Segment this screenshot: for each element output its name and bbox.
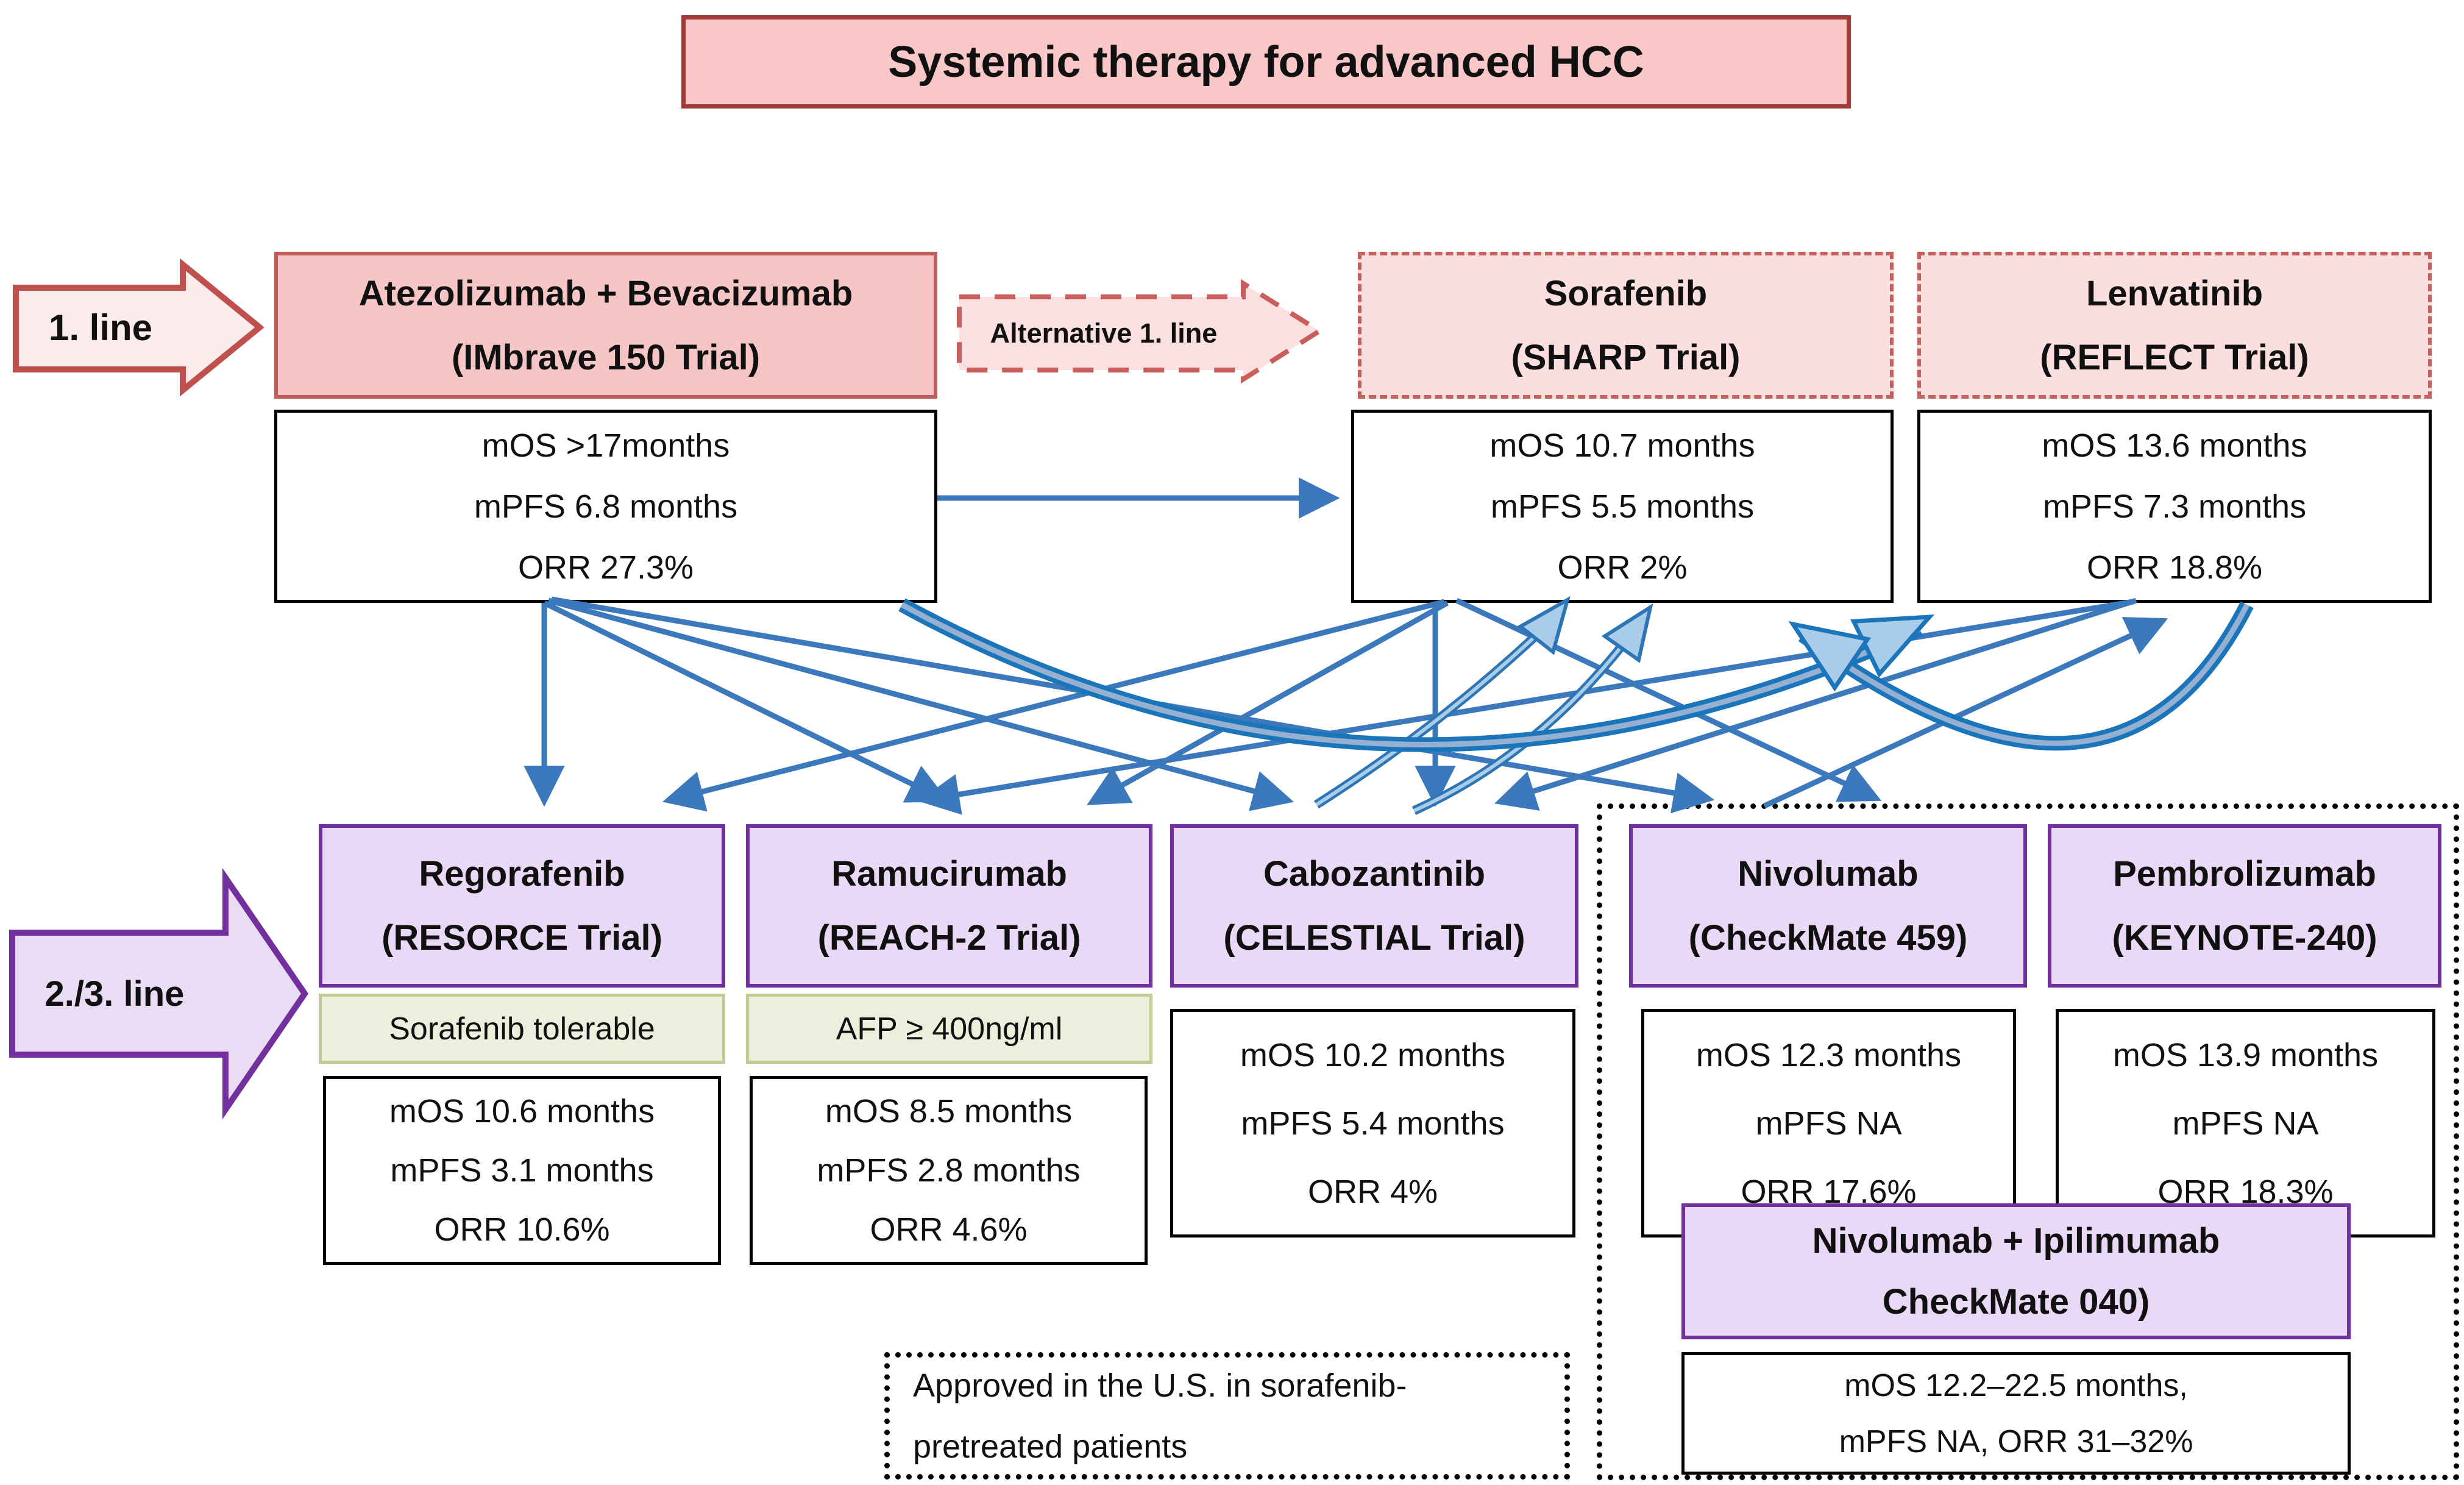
- regorafenib-name: Regorafenib: [419, 854, 625, 894]
- stat-line: mPFS NA: [2172, 1105, 2319, 1142]
- stat-line: mPFS 5.5 months: [1490, 488, 1755, 525]
- nivolumab-name: Nivolumab: [1738, 854, 1919, 894]
- stat-line: mPFS 5.4 months: [1241, 1105, 1505, 1142]
- stat-line: mOS 10.7 months: [1489, 427, 1755, 464]
- arrow-lenvatinib-to-ramucirumab: [918, 599, 2134, 815]
- arrow-sorafenib-to-nivolumab: [1455, 597, 1882, 802]
- alternative-first-line-label: Alternative 1. line: [990, 318, 1218, 349]
- regorafenib-condition: Sorafenib tolerable: [319, 994, 725, 1064]
- atezolizumab-trial: (IMbrave 150 Trial): [451, 337, 761, 377]
- lenvatinib-name: Lenvatinib: [2086, 273, 2263, 313]
- stat-line: mOS 10.6 months: [389, 1092, 655, 1130]
- lenvatinib-title-box: Lenvatinib (REFLECT Trial): [1917, 252, 2432, 399]
- regorafenib-title-box: Regorafenib (RESORCE Trial): [319, 824, 725, 988]
- second-third-line-label: 2./3. line: [44, 974, 185, 1014]
- cabozantinib-name: Cabozantinib: [1263, 854, 1486, 894]
- sorafenib-stats-box: mOS 10.7 months mPFS 5.5 months ORR 2%: [1351, 410, 1894, 603]
- cabozantinib-trial: (CELESTIAL Trial): [1223, 918, 1525, 958]
- arrow-arc-atezo-to-lenvatinib: [898, 598, 1935, 752]
- arrow-sorafenib-to-ramucirumab: [1087, 600, 1449, 805]
- nivolumab-ipilimumab-trial: CheckMate 040): [1882, 1281, 2150, 1322]
- first-line-label: 1. line: [48, 307, 153, 348]
- pembrolizumab-stats-box: mOS 13.9 months mPFS NA ORR 18.3%: [2056, 1009, 2435, 1238]
- nivolumab-ipilimumab-stats-box: mOS 12.2–22.5 months, mPFS NA, ORR 31–32…: [1681, 1352, 2351, 1475]
- stat-line: ORR 18.8%: [2086, 549, 2263, 586]
- stat-line: mPFS NA, ORR 31–32%: [1839, 1423, 2193, 1459]
- stat-line: mOS >17months: [481, 427, 730, 464]
- nivolumab-ipilimumab-title-box: Nivolumab + Ipilimumab CheckMate 040): [1681, 1203, 2351, 1339]
- arrow-curved-up-sorafenib-left: [1313, 596, 1571, 809]
- arrow-sorafenib-to-regorafenib: [662, 599, 1446, 812]
- stat-line: mPFS 2.8 months: [817, 1152, 1081, 1189]
- arrow-up-to-lenvatinib: [1763, 617, 2168, 809]
- note-line: pretreated patients: [913, 1428, 1188, 1465]
- arrow-arc-lenvatinib-to-sorafenib: [1788, 601, 2254, 751]
- stat-line: ORR 2%: [1557, 549, 1688, 586]
- lenvatinib-stats-box: mOS 13.6 months mPFS 7.3 months ORR 18.8…: [1917, 410, 2432, 603]
- nivolumab-title-box: Nivolumab (CheckMate 459): [1629, 824, 2027, 988]
- us-approval-note: Approved in the U.S. in sorafenib- pretr…: [884, 1352, 1570, 1480]
- stat-line: ORR 4%: [1307, 1173, 1438, 1210]
- stat-line: mOS 10.2 months: [1240, 1036, 1506, 1074]
- sorafenib-title-box: Sorafenib (SHARP Trial): [1358, 252, 1894, 399]
- stat-line: ORR 10.6%: [434, 1211, 610, 1248]
- pembrolizumab-trial: (KEYNOTE-240): [2112, 918, 2377, 958]
- note-line: Approved in the U.S. in sorafenib-: [913, 1367, 1407, 1404]
- atezolizumab-name: Atezolizumab + Bevacizumab: [358, 273, 853, 313]
- ramucirumab-name: Ramucirumab: [831, 854, 1067, 894]
- stat-line: mOS 12.3 months: [1695, 1036, 1962, 1074]
- stat-line: mOS 8.5 months: [825, 1092, 1073, 1130]
- stat-line: ORR 4.6%: [870, 1211, 1028, 1248]
- arrow-atezo-to-ramucirumab: [543, 600, 950, 803]
- arrow-curved-up-sorafenib-right: [1411, 603, 1653, 815]
- atezolizumab-title-box: Atezolizumab + Bevacizumab (IMbrave 150 …: [274, 252, 937, 399]
- pembrolizumab-name: Pembrolizumab: [2113, 854, 2376, 894]
- stat-line: mOS 12.2–22.5 months,: [1844, 1367, 2188, 1403]
- nivolumab-ipilimumab-name: Nivolumab + Ipilimumab: [1812, 1220, 2220, 1261]
- sorafenib-name: Sorafenib: [1544, 273, 1708, 313]
- sorafenib-trial: (SHARP Trial): [1511, 337, 1741, 377]
- lenvatinib-trial: (REFLECT Trial): [2040, 337, 2309, 377]
- arrow-lenvatinib-to-cabozantinib: [1494, 597, 2137, 811]
- stat-line: mOS 13.6 months: [2042, 427, 2307, 464]
- cabozantinib-title-box: Cabozantinib (CELESTIAL Trial): [1170, 824, 1578, 988]
- stat-line: mPFS NA: [1755, 1105, 1902, 1142]
- regorafenib-trial: (RESORCE Trial): [382, 918, 662, 958]
- stat-line: mOS 13.9 months: [2112, 1036, 2379, 1074]
- cabozantinib-stats-box: mOS 10.2 months mPFS 5.4 months ORR 4%: [1170, 1009, 1575, 1238]
- ramucirumab-trial: (REACH-2 Trial): [817, 918, 1081, 958]
- ramucirumab-title-box: Ramucirumab (REACH-2 Trial): [746, 824, 1152, 988]
- stat-line: mPFS 7.3 months: [2042, 488, 2307, 525]
- nivolumab-trial: (CheckMate 459): [1688, 918, 1968, 958]
- arrow-atezo-to-nivolumab: [551, 596, 1715, 814]
- atezolizumab-stats-box: mOS >17months mPFS 6.8 months ORR 27.3%: [274, 410, 937, 603]
- regorafenib-stats-box: mOS 10.6 months mPFS 3.1 months ORR 10.6…: [323, 1076, 721, 1265]
- ramucirumab-condition: AFP ≥ 400ng/ml: [746, 994, 1152, 1064]
- stat-line: mPFS 3.1 months: [390, 1152, 654, 1189]
- pembrolizumab-title-box: Pembrolizumab (KEYNOTE-240): [2048, 824, 2441, 988]
- nivolumab-stats-box: mOS 12.3 months mPFS NA ORR 17.6%: [1641, 1009, 2016, 1238]
- stat-line: ORR 27.3%: [517, 549, 694, 586]
- arrow-atezo-to-cabozantinib: [547, 597, 1294, 811]
- ramucirumab-stats-box: mOS 8.5 months mPFS 2.8 months ORR 4.6%: [750, 1076, 1148, 1265]
- page-title: Systemic therapy for advanced HCC: [681, 15, 1851, 109]
- stat-line: mPFS 6.8 months: [474, 488, 738, 525]
